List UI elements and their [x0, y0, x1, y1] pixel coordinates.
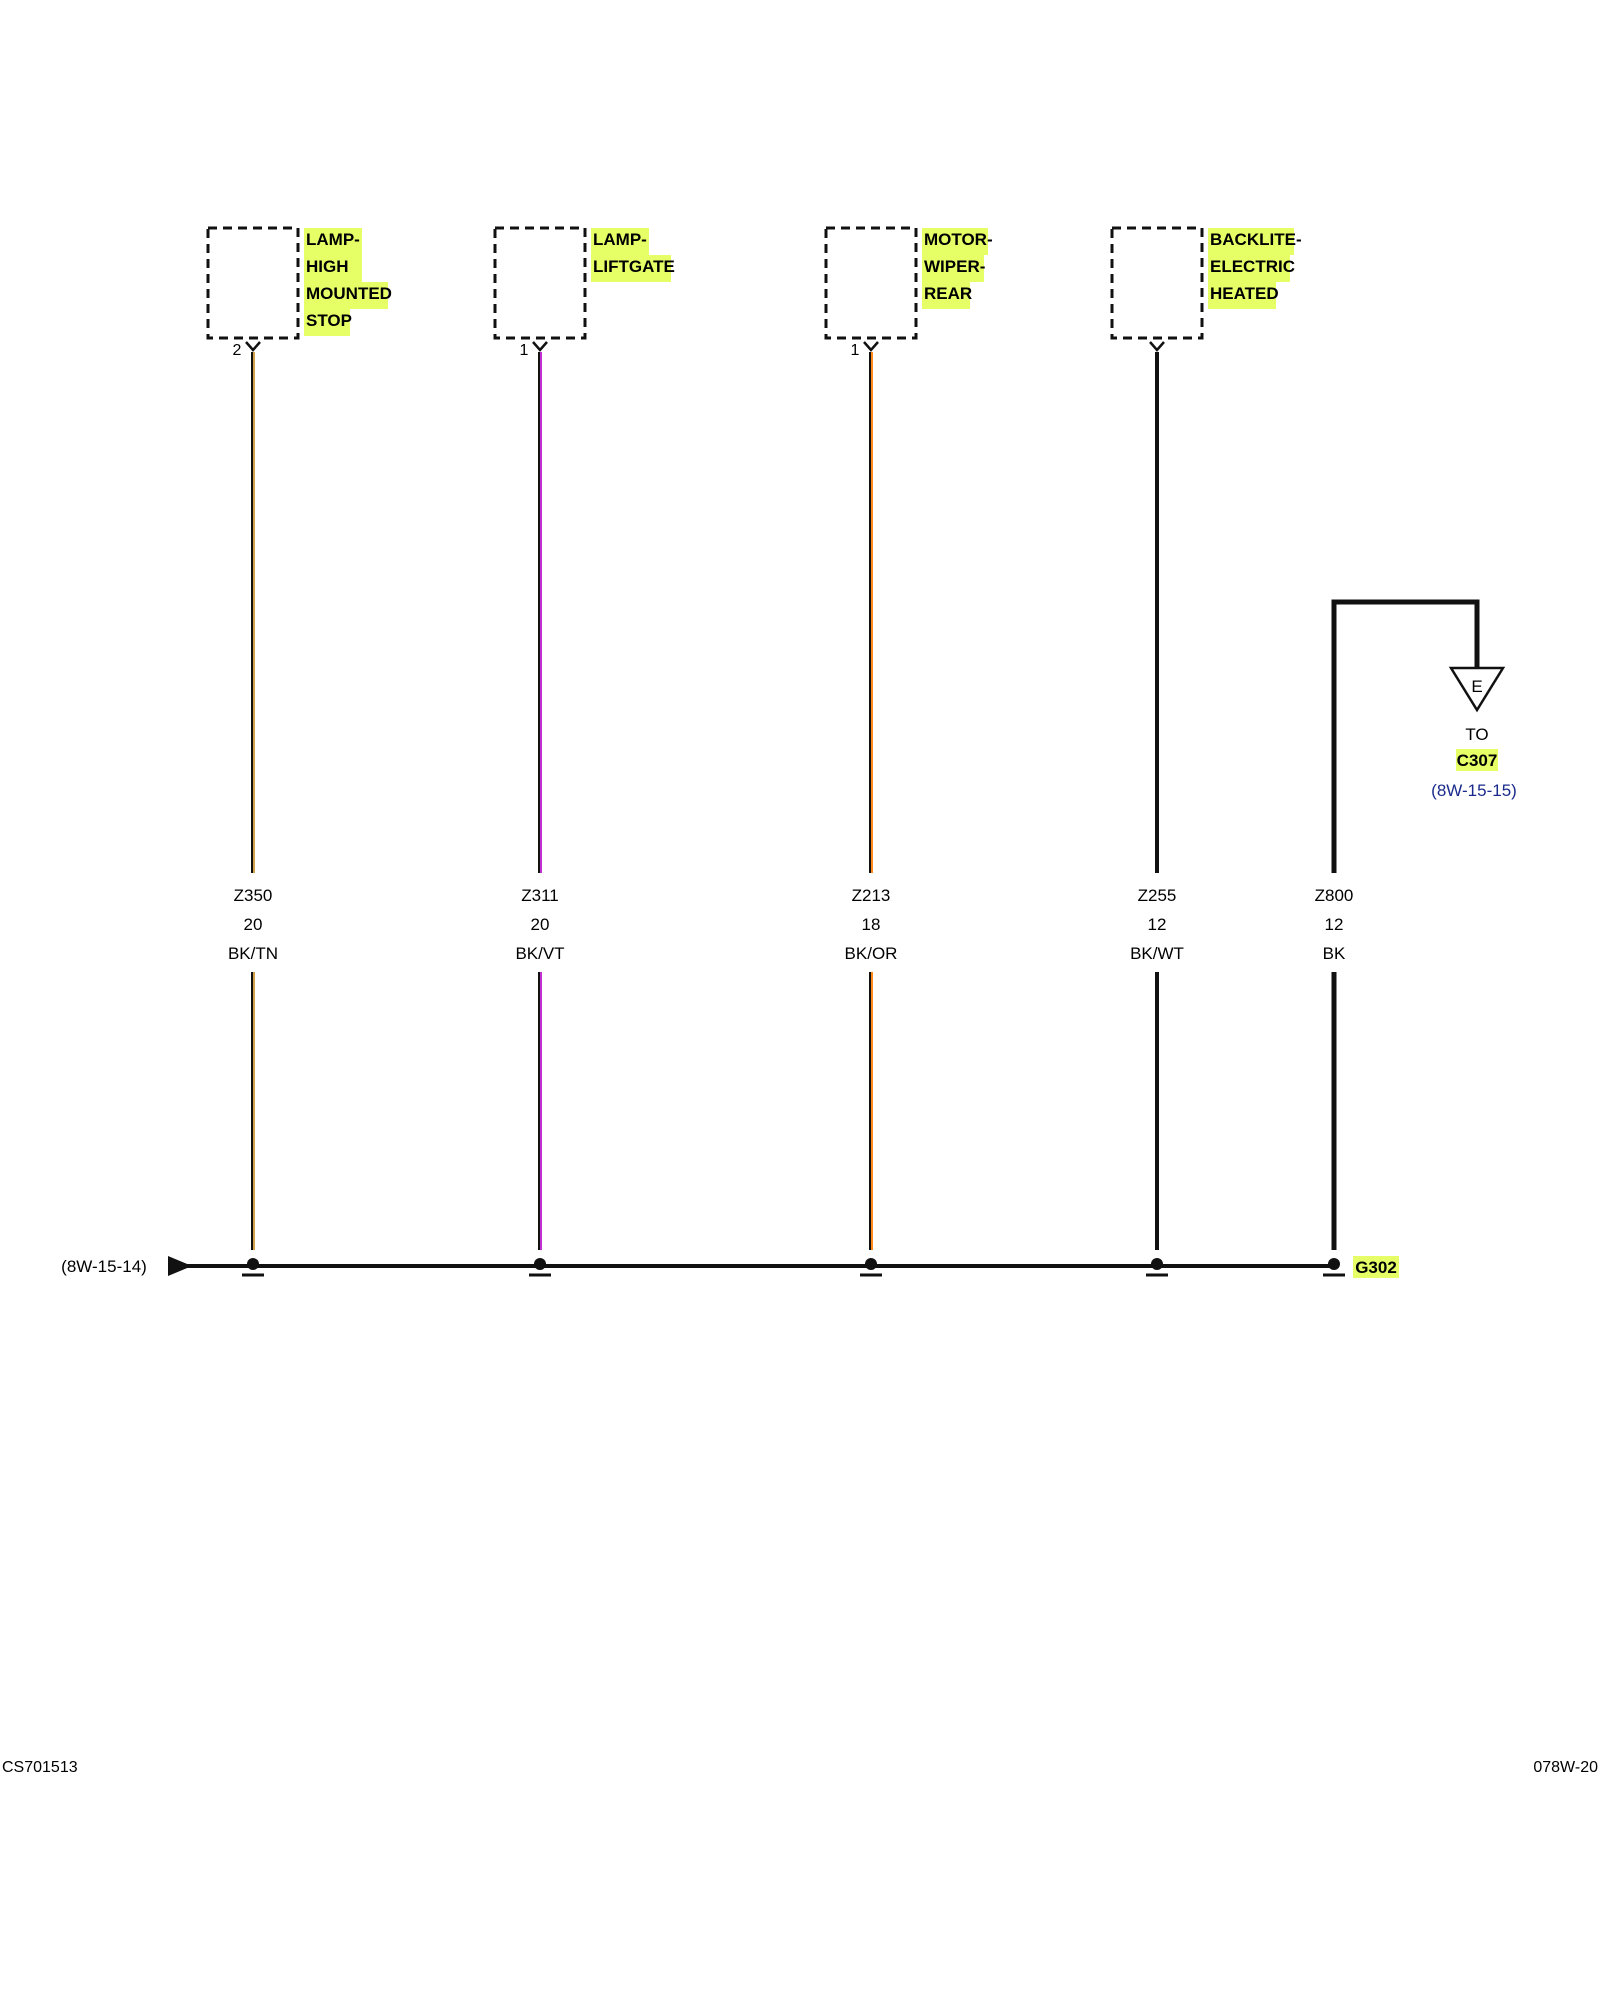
label-highlight: [591, 228, 649, 255]
ground-left-ref[interactable]: (8W-15-14): [61, 1257, 147, 1276]
component-label-line: LIFTGATE: [593, 257, 675, 276]
label-highlight: [922, 228, 988, 255]
component-label-line: MOUNTED: [306, 284, 392, 303]
g302-highlight: [1353, 1256, 1399, 1278]
component-box: [824, 226, 918, 340]
component-box: [493, 226, 587, 340]
wire-gauge-label: 20: [531, 915, 550, 934]
connector-icon: [532, 341, 548, 352]
label-highlight: [1208, 255, 1290, 282]
ground-arrow-icon: [168, 1256, 192, 1276]
label-highlight: [304, 228, 362, 255]
wire-gauge-label: 12: [1325, 915, 1344, 934]
pin-number: 2: [233, 342, 242, 359]
component-label-line: WIPER-: [924, 257, 985, 276]
label-highlight: [304, 282, 388, 309]
footer-right-code: 078W-20: [1533, 1759, 1598, 1776]
connector-e-triangle: [1448, 666, 1506, 713]
wire-color-label: BK: [1323, 944, 1346, 963]
component-label-line: REAR: [924, 284, 972, 303]
wire-color-label: BK/VT: [515, 944, 564, 963]
wire-gauge-label: 12: [1148, 915, 1167, 934]
wire-color-label: BK/WT: [1130, 944, 1184, 963]
connector-c307-label: C307: [1457, 751, 1498, 770]
connector-to-label: TO: [1465, 725, 1488, 744]
label-highlight: [304, 309, 350, 336]
ground-bus: (8W-15-14) G302: [61, 1256, 1399, 1278]
connector-icon: [863, 341, 879, 352]
wire-circuit-label: Z255: [1138, 886, 1177, 905]
component-label-line: STOP: [306, 311, 352, 330]
wire-gauge-label: 18: [862, 915, 881, 934]
footer-left-code: CS701513: [2, 1759, 78, 1776]
wire-circuit-label: Z350: [234, 886, 273, 905]
component-label-line: HIGH: [306, 257, 349, 276]
component-box: [206, 226, 300, 340]
connector-icon: [1149, 341, 1165, 352]
label-highlight: [304, 255, 362, 282]
connector-page-ref[interactable]: (8W-15-15): [1431, 781, 1517, 800]
connector-e-letter: E: [1471, 677, 1482, 696]
label-highlight: [1208, 228, 1294, 255]
components-group: 2 LAMP- HIGH MOUNTED STOP 1 LAMP- LIFTGATE 1 MOTO…: [206, 226, 1302, 359]
ground-g302-label: G302: [1355, 1258, 1397, 1277]
wire-circuit-label: Z311: [521, 886, 559, 905]
z800-route-path: [1331, 599, 1480, 873]
z800-route: E TO C307 (8W-15-15): [1331, 599, 1517, 873]
component-label-line: LAMP-: [306, 230, 360, 249]
label-highlight: [591, 255, 671, 282]
wire-color-label: BK/OR: [845, 944, 898, 963]
pin-number: 1: [851, 342, 860, 359]
component-label-line: ELECTRIC: [1210, 257, 1295, 276]
wire-circuit-label: Z800: [1315, 886, 1354, 905]
c307-highlight: [1456, 749, 1498, 771]
component-label-line: BACKLITE-: [1210, 230, 1302, 249]
pin-number: 1: [520, 342, 529, 359]
wire-gauge-label: 20: [244, 915, 263, 934]
label-highlight: [922, 282, 970, 309]
wire-color-label: BK/TN: [228, 944, 278, 963]
label-highlight: [922, 255, 984, 282]
component-label-line: MOTOR-: [924, 230, 993, 249]
component-box: [1110, 226, 1204, 340]
component-label-line: HEATED: [1210, 284, 1279, 303]
label-highlight: [1208, 282, 1276, 309]
connector-icon: [245, 341, 261, 352]
component-label-line: LAMP-: [593, 230, 647, 249]
wire-circuit-label: Z213: [852, 886, 891, 905]
